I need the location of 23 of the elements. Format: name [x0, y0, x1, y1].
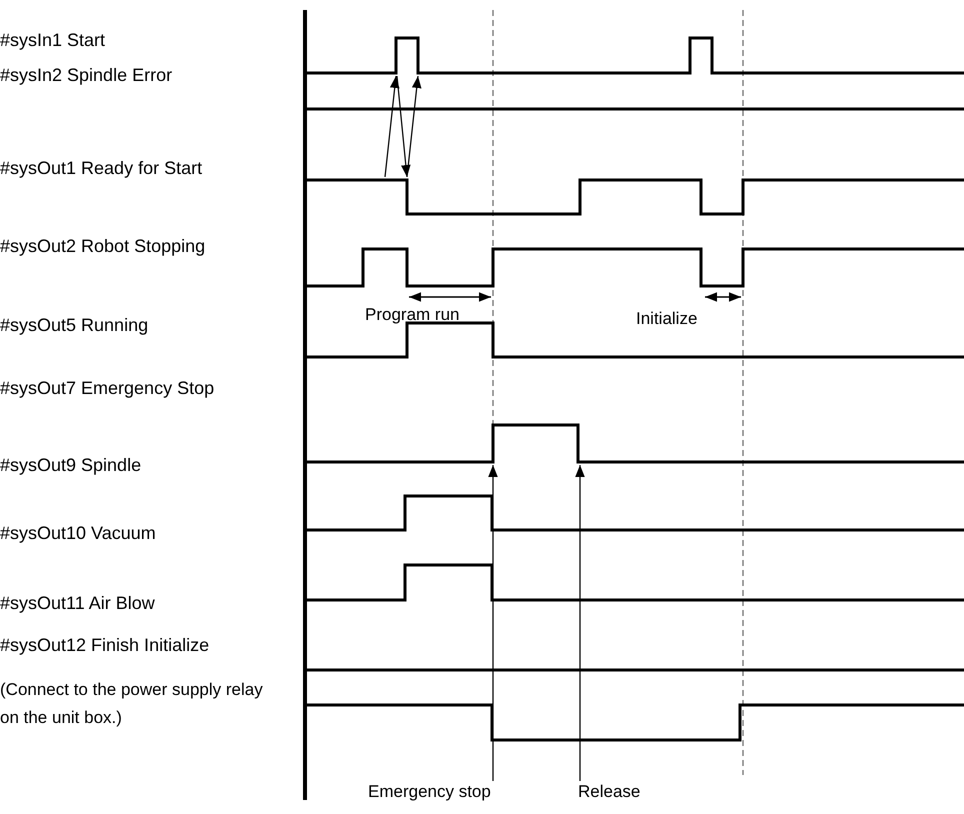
signal-waveform: [307, 422, 964, 465]
arrow: [406, 76, 422, 178]
arrow: [575, 465, 585, 781]
signal-waveform: [307, 35, 964, 76]
signal-name: #sysOut2 Robot Stopping: [0, 235, 206, 257]
signal-name: #sysOut5 Running: [0, 314, 148, 336]
signal-name: #sysOut11 Air Blow: [0, 592, 155, 614]
duration-label: Program run: [365, 304, 460, 326]
signal-waveform: [307, 177, 964, 217]
signal-name: #sysOut1 Ready for Start: [0, 157, 202, 179]
signal-name: #sysIn2 Spindle Error: [0, 64, 172, 86]
event-label: Release: [578, 781, 640, 803]
signal-name: #sysOut9 Spindle: [0, 454, 142, 476]
signal-name: #sysOut12 Finish Initialize: [0, 634, 210, 656]
event-label: Emergency stop: [368, 781, 491, 803]
duration-label: Initialize: [636, 308, 698, 330]
arrow: [396, 76, 411, 178]
note: (Connect to the power supply relay on the unit box.): [0, 679, 264, 729]
arrow: [384, 76, 400, 178]
signal-name: #sysIn1 Start: [0, 29, 106, 51]
signal-name: #sysOut10 Vacuum: [0, 522, 156, 544]
arrow: [488, 465, 498, 781]
signal-name: #sysOut7 Emergency Stop: [0, 377, 214, 399]
